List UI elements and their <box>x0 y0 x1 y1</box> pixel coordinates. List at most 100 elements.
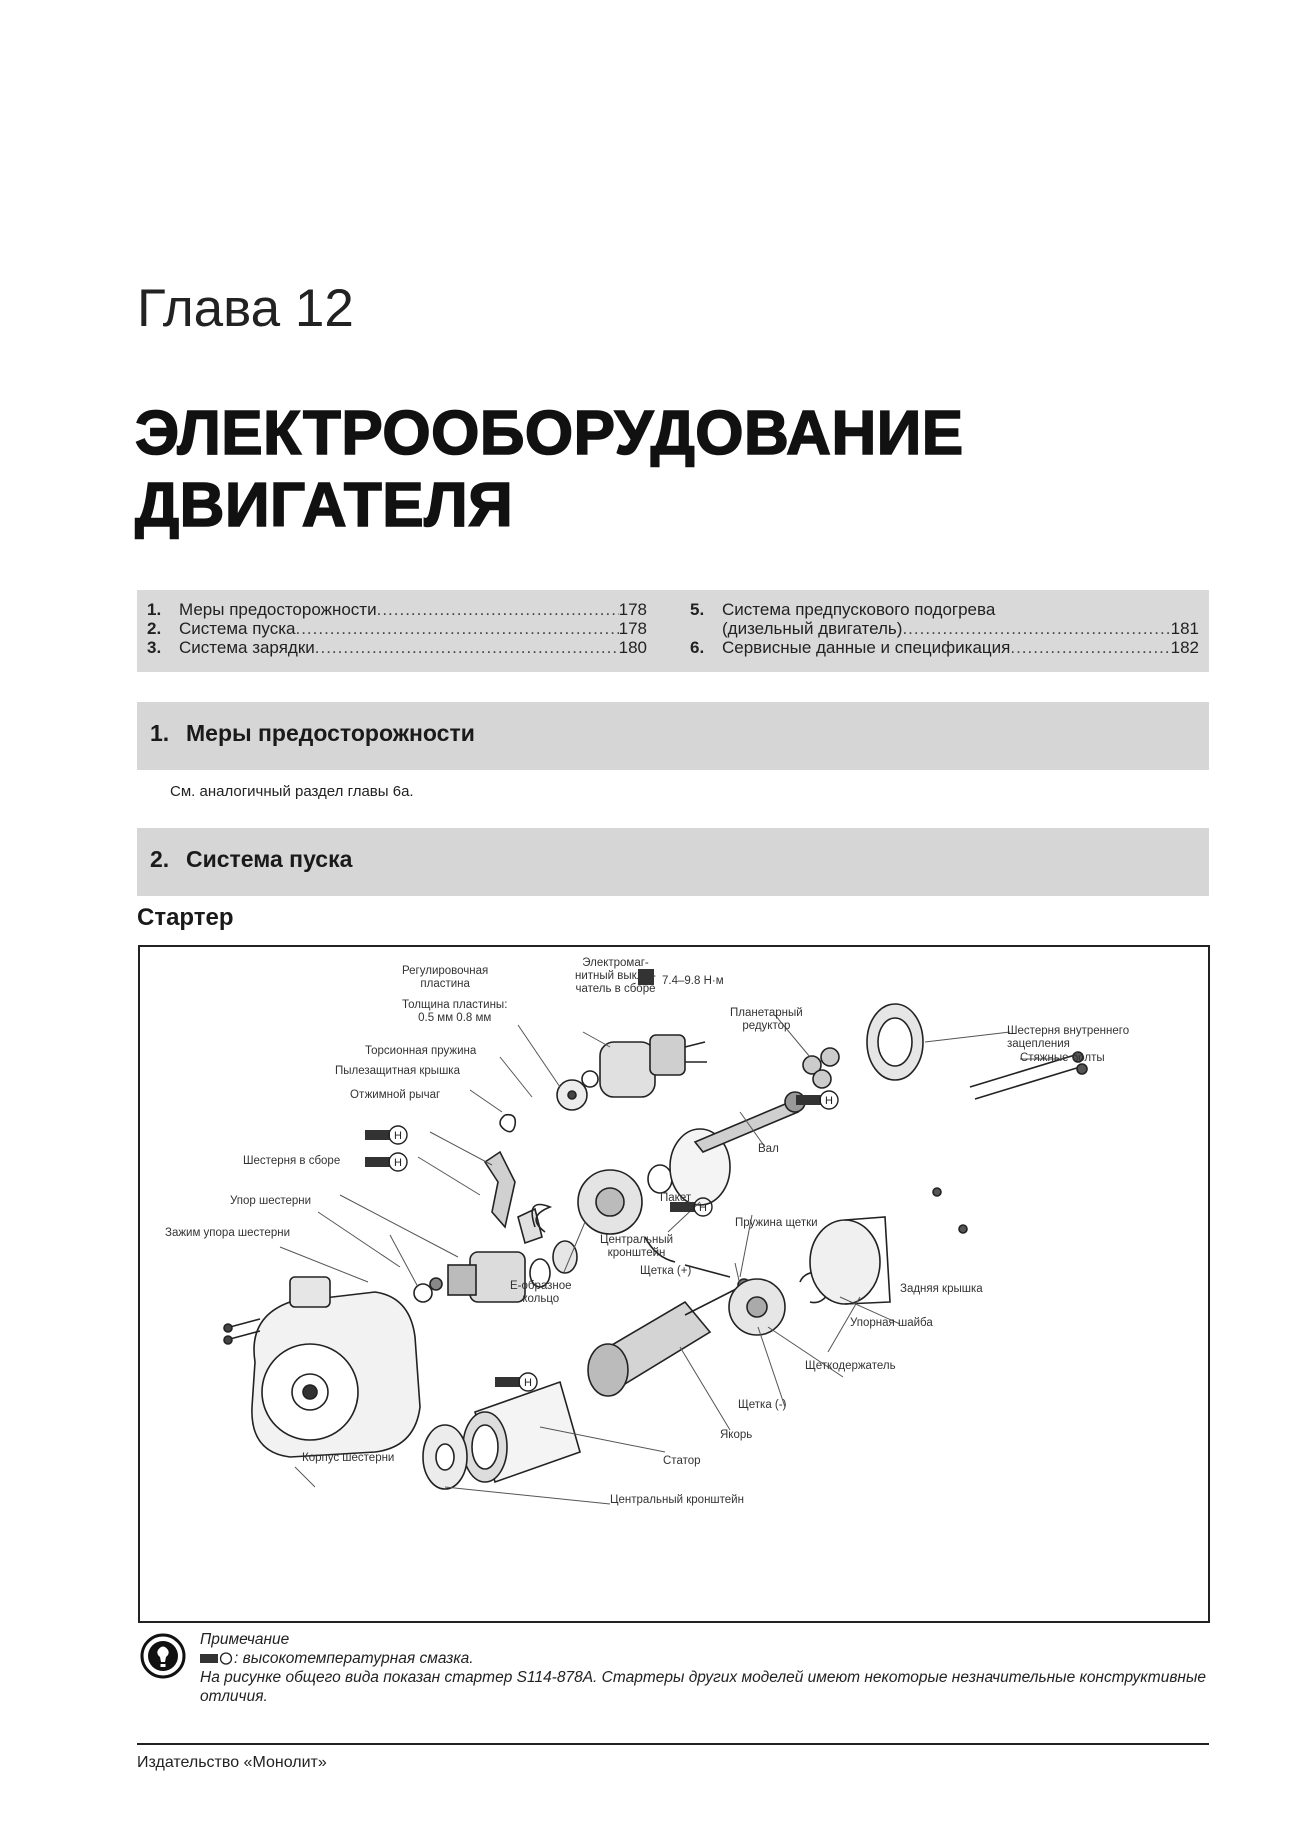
label-brush-plus: Щетка (+) <box>640 1265 692 1277</box>
e-ring-part <box>529 1258 551 1288</box>
toc-item[interactable]: (дизельный двигатель) 181 <box>690 619 1199 638</box>
toc-leader <box>1010 638 1170 657</box>
toc-number: 6. <box>690 638 705 657</box>
toc-leader <box>902 619 1170 638</box>
toc-leader <box>315 638 619 657</box>
packing-part <box>669 1128 731 1206</box>
toc-number: 5. <box>690 600 705 619</box>
label-thrust-washer: Упорная шайба <box>850 1317 933 1329</box>
armature-part <box>587 1278 751 1397</box>
toc-label: Система предпускового подогрева <box>722 600 996 619</box>
toc-leader <box>295 619 618 638</box>
label-dust-cover: Пылезащитная крышка <box>335 1065 460 1077</box>
label-through-bolts: Стяжные болты <box>1020 1052 1105 1064</box>
through-bolts-part <box>969 1054 1081 1100</box>
toc-item[interactable]: 2. Система пуска 178 <box>147 619 647 638</box>
label-packet: Пакет <box>660 1192 692 1204</box>
starter-drawing: H H H H H <box>223 969 1088 1505</box>
chapter-label: Глава 12 <box>137 279 354 338</box>
section-body-text: См. аналогичный раздел главы 6а. <box>170 783 414 800</box>
note-heading: Примечание <box>200 1631 290 1648</box>
toc-number: 2. <box>147 619 162 638</box>
label-rear-cover: Задняя крышка <box>900 1283 983 1295</box>
brush-holder-part <box>644 1236 786 1336</box>
label-gear-housing: Корпус шестерни <box>302 1452 395 1464</box>
stator-part <box>462 1380 581 1484</box>
subheading-starter: Стартер <box>137 904 234 931</box>
chapter-title-line2: ДВИГАТЕЛЯ <box>134 470 514 541</box>
leader-lines <box>279 1014 1065 1505</box>
toc-page: 182 <box>1170 638 1199 657</box>
center-bracket-part <box>577 1169 643 1235</box>
shift-lever-part <box>483 1150 516 1229</box>
toc-page: 178 <box>618 600 647 619</box>
toc-item[interactable]: 3. Система зарядки 180 <box>147 638 647 657</box>
toc-item[interactable]: 1. Меры предосторожности 178 <box>147 600 647 619</box>
spring-part <box>499 1113 517 1133</box>
label-brush-minus: Щетка (-) <box>738 1399 787 1411</box>
note-info-icon <box>140 1633 186 1679</box>
section-number: 1. <box>150 720 170 746</box>
toc-right-column: 5. Система предпускового подогрева (дизе… <box>690 600 1199 657</box>
rear-cover-part <box>809 1216 891 1305</box>
toc-item[interactable]: 6. Сервисные данные и спецификация 182 <box>690 638 1199 657</box>
note-block: Примечание : высокотемпературная смазка.… <box>200 1630 1210 1706</box>
label-brush-holder: Щеткодержатель <box>805 1360 896 1372</box>
torsion-spring-part <box>531 1203 553 1233</box>
label-plate-thickness: Толщина пластины:0.5 мм 0.8 мм <box>402 999 508 1024</box>
toc-item[interactable]: 5. Система предпускового подогрева <box>690 600 1199 619</box>
section-header-precautions: 1. Меры предосторожности <box>137 702 1209 770</box>
toc-number: 3. <box>147 638 162 657</box>
svg-text:H: H <box>825 1095 833 1107</box>
note-line2: На рисунке общего вида показан стартер S… <box>200 1669 1206 1705</box>
toc-label: Сервисные данные и спецификация <box>722 638 1011 657</box>
gear-housing-part <box>223 1276 421 1458</box>
solenoid-part <box>581 1034 707 1098</box>
label-shift-lever: Отжимной рычаг <box>350 1089 441 1101</box>
toc-label: (дизельный двигатель) <box>722 619 903 638</box>
lubrication-markers: H H H H H <box>365 969 839 1392</box>
pinion-gear-part <box>413 1251 526 1303</box>
toc-page: 181 <box>1170 619 1199 638</box>
label-armature: Якорь <box>720 1429 753 1441</box>
svg-text:H: H <box>394 1157 402 1169</box>
washer-part <box>552 1240 578 1274</box>
toc-left-column: 1. Меры предосторожности 178 2. Система … <box>147 600 647 657</box>
label-torque: 7.4–9.8 Н·м <box>662 975 724 987</box>
chapter-title-line1: ЭЛЕКТРООБОРУДОВАНИЕ <box>134 398 964 469</box>
grease-icon <box>200 1652 233 1666</box>
table-of-contents: 1. Меры предосторожности 178 2. Система … <box>137 590 1209 672</box>
center-bracket-lower-part <box>422 1424 468 1490</box>
note-line1-text: : высокотемпературная смазка. <box>234 1650 474 1667</box>
section-title: Меры предосторожности <box>186 720 475 746</box>
label-gear-stop: Упор шестерни <box>230 1195 312 1207</box>
toc-leader <box>377 600 619 619</box>
label-shaft: Вал <box>758 1143 779 1155</box>
label-brush-spring: Пружина щетки <box>735 1217 818 1229</box>
toc-page: 180 <box>618 638 647 657</box>
svg-text:H: H <box>524 1377 532 1389</box>
shaft-part <box>693 1101 800 1153</box>
washer-part <box>647 1164 673 1194</box>
section-header-starting-system: 2. Система пуска <box>137 828 1209 896</box>
footer-divider <box>137 1743 1209 1745</box>
label-solenoid: Электромаг-нитный выклю-чатель в сборе <box>575 957 656 995</box>
planetary-gear-part <box>802 1055 822 1075</box>
toc-label: Система пуска <box>179 619 296 638</box>
section-number: 2. <box>150 846 170 872</box>
chapter-title: ЭЛЕКТРООБОРУДОВАНИЕ ДВИГАТЕЛЯ <box>134 398 964 542</box>
section-title: Система пуска <box>186 846 353 872</box>
label-gear-assy: Шестерня в сборе <box>243 1155 341 1167</box>
label-stator: Статор <box>663 1455 701 1467</box>
footer-publisher: Издательство «Монолит» <box>137 1754 327 1771</box>
svg-text:H: H <box>699 1202 707 1214</box>
toc-label: Система зарядки <box>179 638 315 657</box>
toc-label: Меры предосторожности <box>179 600 377 619</box>
toc-number: 1. <box>147 600 162 619</box>
